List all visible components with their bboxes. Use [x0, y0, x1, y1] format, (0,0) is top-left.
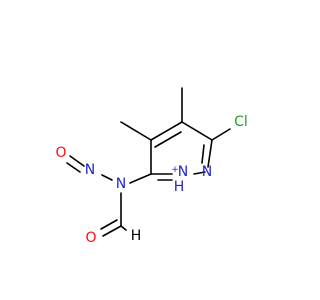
ring-bond-c4-c5-inner — [154, 131, 182, 148]
ring-bond-c6-n1 — [207, 139, 213, 168]
atom-labels: Cl N N + H N N O O H — [55, 114, 247, 246]
substituent-bonds — [66, 87, 231, 237]
ring-bond-c6-n1-inner — [201, 144, 205, 164]
nitroso-oxygen-label: O — [55, 145, 66, 161]
positive-charge-label: + — [171, 165, 179, 175]
formyl-c-o-double-bond-a — [102, 225, 122, 237]
chlorine-bond — [211, 128, 231, 141]
formyl-oxygen-label: O — [85, 230, 96, 246]
nitroso-nitrogen-label: N — [85, 162, 95, 178]
ring-bond-c4-c5 — [150, 121, 183, 141]
nitroso-n-o-double-bond-b — [66, 162, 81, 173]
amide-nitrogen-nitroso-bond — [101, 174, 113, 181]
pyridazinium-ring — [150, 121, 213, 181]
ring-bond-c5-c6 — [181, 121, 213, 141]
ring-bond-n1-n2 — [193, 171, 206, 175]
protonated-nitrogen-label: N — [178, 164, 188, 180]
protonated-hydrogen-label: H — [174, 179, 185, 195]
chlorine-label: Cl — [234, 114, 248, 130]
formyl-c-o-double-bond-b — [100, 219, 118, 230]
formyl-c-h-bond — [120, 225, 127, 231]
c3-amide-nitrogen-bond — [129, 173, 152, 184]
nitroso-n-o-double-bond-a — [69, 155, 85, 167]
methyl-bond-c4 — [120, 121, 152, 141]
ring-nitrogen-label: N — [202, 164, 212, 180]
molecule-structure-diagram: Cl N N + H N N O O H — [55, 87, 248, 246]
formyl-hydrogen-label: H — [131, 228, 142, 244]
amide-nitrogen-label: N — [116, 176, 126, 192]
